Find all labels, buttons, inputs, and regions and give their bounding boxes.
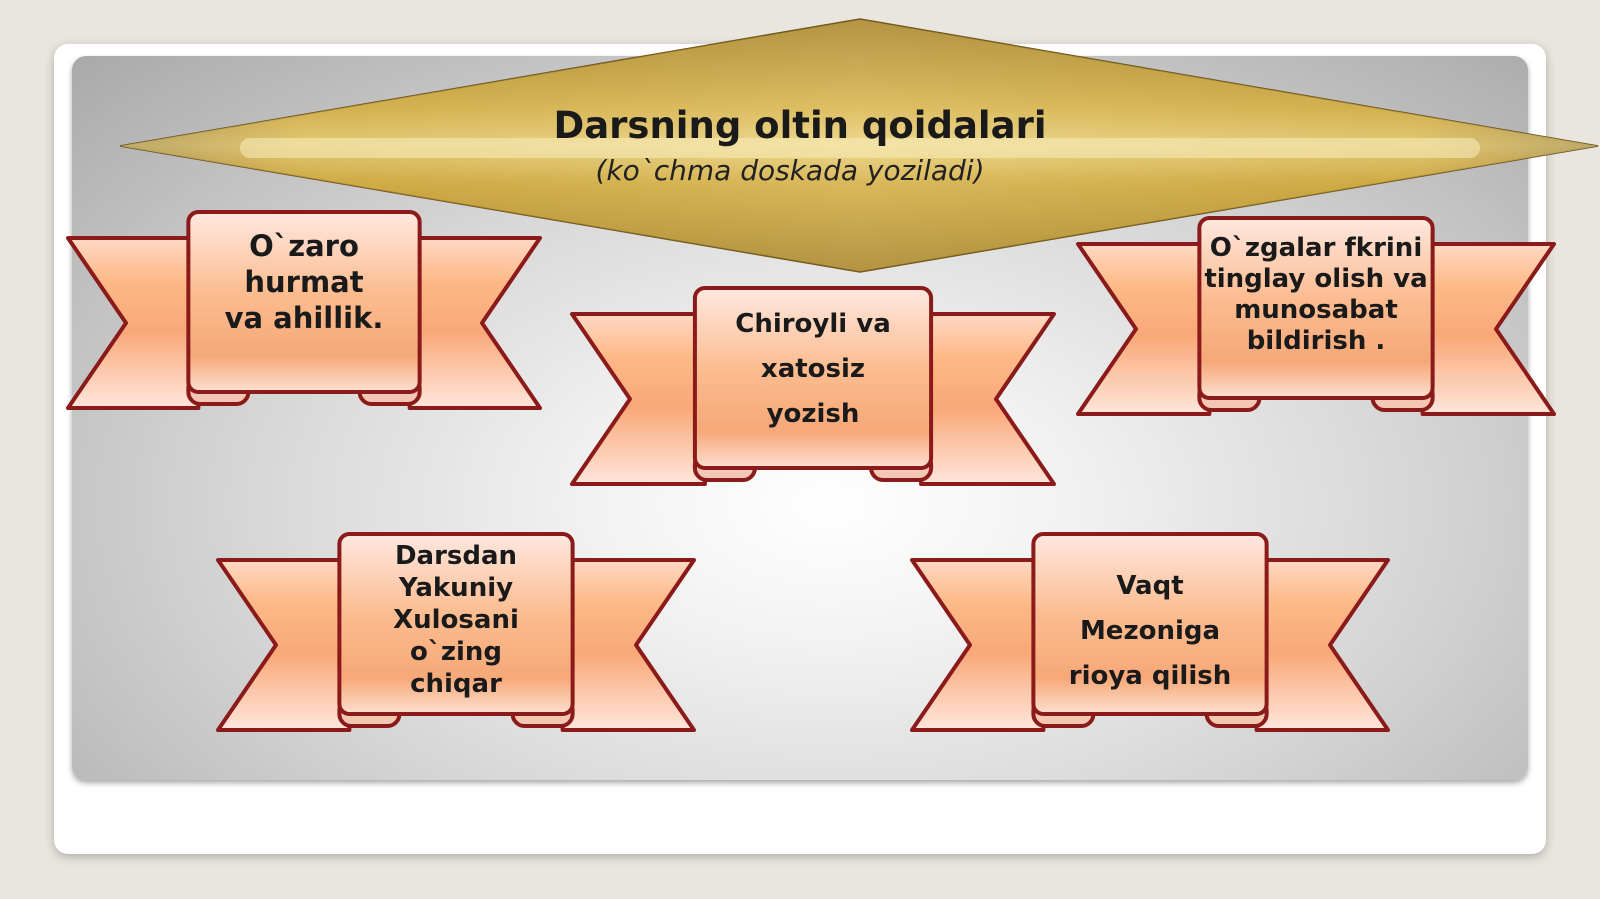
rule-text-line: tinglay olish va <box>1204 264 1428 294</box>
rule-text-line: Vaqt <box>1116 571 1184 601</box>
rule-text-line: Mezoniga <box>1079 616 1221 646</box>
rule-text-line: O`zaro hurmat <box>244 229 364 299</box>
rule-text-line: Chiroyli va <box>735 309 891 339</box>
rule-ribbon-5 <box>910 532 1390 732</box>
rule-text-line: O`zgalar fkrini <box>1209 233 1423 263</box>
rule-text-line: Darsdan <box>394 541 518 571</box>
rule-text-line: munosabat <box>1234 295 1398 325</box>
rule-text-line: yozish <box>766 399 860 429</box>
slide-subtitle: (ko`chma doskada yoziladi) <box>595 154 985 187</box>
rule-text-line: xatosiz <box>760 354 866 384</box>
rule-ribbon-2 <box>570 286 1056 486</box>
rule-text-line: va ahillik. <box>224 301 384 335</box>
rule-text-line: Yakuniy <box>398 573 514 603</box>
rule-text-line: rioya qilish <box>1068 661 1232 691</box>
rule-text-line: o`zing <box>409 637 502 667</box>
slide-title: Darsning oltin qoidalari <box>553 104 1047 147</box>
rule-ribbon-4 <box>216 532 696 732</box>
rule-ribbon-1 <box>66 210 542 410</box>
rule-ribbon-3 <box>1076 216 1556 416</box>
title-diamond <box>119 18 1599 273</box>
rule-text-2: Chiroyli va xatosiz yozish <box>695 302 931 437</box>
rule-text-line: chiqar <box>410 669 502 699</box>
rule-text-line: bildirish . <box>1246 326 1386 356</box>
rule-text-line: Xulosani <box>393 605 519 635</box>
